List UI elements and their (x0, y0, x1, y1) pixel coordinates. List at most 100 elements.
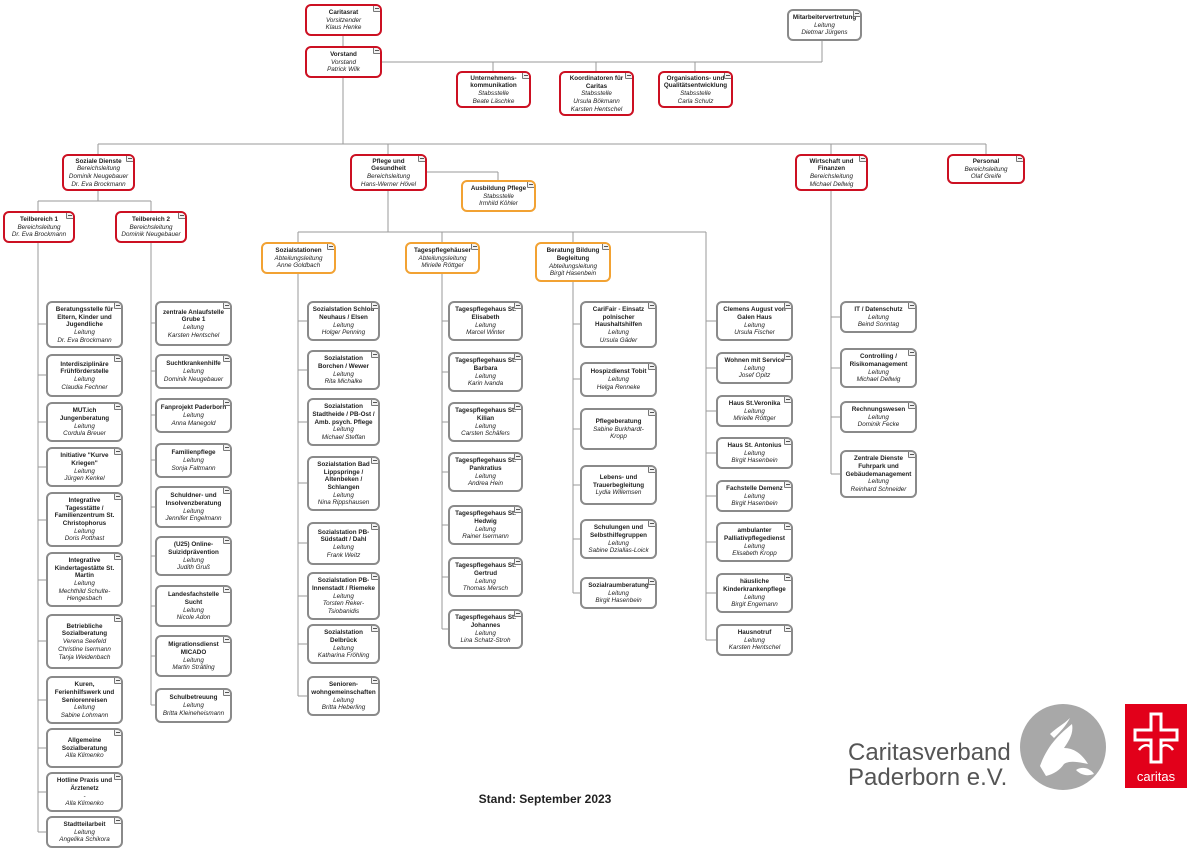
org-unit-role: Bereichsleitung (76, 165, 121, 173)
org-unit-card-icon (602, 244, 609, 250)
org-unit-role: Leitung (868, 368, 889, 376)
org-unit-card-icon (784, 575, 791, 581)
org-unit-card-icon (223, 587, 230, 593)
org-unit-title: Kuren, Ferienhilfswerk und Seniorenreise… (54, 681, 115, 704)
org-unit-role: - (83, 792, 86, 800)
org-unit-role: Abteilungsleitung (418, 254, 467, 262)
org-unit-card-icon (908, 452, 915, 458)
org-unit-person: Dominik Fecke (857, 421, 900, 429)
org-unit-title: Wirtschaft und Finanzen (809, 157, 854, 173)
org-unit-title: Sozialstation PB- Innenstadt / Riemeke (312, 577, 375, 592)
org-unit-card-icon (223, 445, 230, 451)
org-unit-c1a: Beratungsstelle für Eltern, Kinder und J… (46, 301, 123, 348)
org-unit-title: Schulbetreuung (169, 694, 218, 702)
org-unit-role: Leitung (475, 372, 496, 380)
org-unit-person: Ursula Bökmann Karsten Hentschel (570, 97, 623, 113)
org-unit-card-icon (371, 524, 378, 530)
org-unit-role: Leitung (608, 539, 629, 547)
org-unit-role: Leitung (475, 577, 496, 585)
org-unit-card-icon (724, 73, 731, 79)
org-unit-person: Elisabeth Kropp (732, 550, 777, 558)
org-unit-role: Leitung (744, 407, 765, 415)
org-unit-role: Leitung (183, 656, 204, 664)
org-unit-card-icon (114, 356, 121, 362)
org-unit-card-icon (373, 6, 380, 12)
org-unit-title: Sozialstation Delbrück (324, 629, 363, 644)
org-unit-title: Sozialstation PB- Südstadt / Dahl (317, 528, 370, 544)
org-unit-person: Katharina Fröhling (317, 652, 370, 660)
org-unit-title: Sozialstationen (275, 247, 322, 254)
org-unit-person: Angelika Schikora (59, 836, 110, 844)
org-unit-title: Haus St.Veronika (728, 400, 781, 407)
org-unit-person: Britta Heberling (321, 704, 366, 712)
org-unit-person: Thomas Mersch (462, 585, 509, 593)
org-unit-role: Leitung (475, 472, 496, 480)
org-unit-card-icon (373, 48, 380, 54)
org-unit-person: Mirielle Röttger (733, 415, 776, 423)
org-unit-title: Schulungen und Selbsthilfegruppen (589, 524, 648, 539)
org-unit-card-icon (114, 678, 121, 684)
org-unit-role: Leitung (814, 21, 835, 29)
org-unit-card-icon (1016, 156, 1023, 162)
org-unit-person: Sabine Burkhardt- Kropp (593, 425, 644, 441)
org-unit-card-icon (908, 303, 915, 309)
org-unit-card-icon (114, 774, 121, 780)
org-unit-role: Leitung (475, 422, 496, 430)
org-unit-card-icon (114, 730, 121, 736)
org-unit-card-icon (126, 156, 133, 162)
org-unit-role: Bereichsleitung (809, 173, 854, 180)
org-unit-card-icon (114, 303, 121, 309)
org-unit-role: Vorsitzender (325, 16, 362, 24)
org-unit-card-icon (66, 213, 73, 219)
org-unit-person: Beind Sonntag (857, 321, 900, 329)
org-unit-role: Stabsstelle (581, 90, 612, 98)
org-unit-person: Birgit Hasenbein (731, 457, 778, 465)
org-unit-title: Tagespflegehaus St. Hedwig (455, 510, 516, 525)
org-unit-role: Leitung (74, 828, 95, 836)
org-unit-card-icon (648, 521, 655, 527)
org-unit-role: Leitung (74, 467, 95, 475)
org-unit-role: Leitung (333, 370, 354, 378)
org-unit-card-icon (223, 303, 230, 309)
org-unit-title: Interdisziplinäre Frühförderstelle (60, 360, 109, 376)
org-unit-title: Hausnotruf (737, 629, 772, 636)
org-unit-title: Integrative Kindertagestätte St. Martin (54, 556, 115, 580)
org-unit-card-icon (418, 156, 425, 162)
org-unit-title: Tagespflegehaus St. Barbara (455, 357, 516, 372)
org-unit-role: Leitung (608, 589, 629, 597)
org-unit-card-icon (471, 244, 478, 250)
org-unit-person: Nicole Adon (176, 614, 211, 622)
org-unit-title: Allgemeine Sozialberatung (61, 736, 108, 752)
org-unit-card-icon (114, 404, 121, 410)
org-unit-title: Migrationsdienst MICADO (168, 641, 219, 656)
org-unit-title: Rechnungswesen (851, 406, 906, 413)
org-unit-person: Michael Steffan (321, 434, 366, 441)
org-unit-role: Leitung (744, 593, 765, 601)
org-unit-title: Integrative Tagesstätte / Familienzentru… (54, 496, 115, 527)
org-unit-card-icon (522, 73, 529, 79)
org-unit-card-icon (327, 244, 334, 250)
org-unit-role: Bereichsleitung (366, 173, 411, 180)
org-unit-card-icon (784, 626, 791, 632)
org-unit-title: Hotline Praxis und Ärztenetz (56, 777, 113, 792)
org-unit-title: Sozialstation Borchen / Wewer (318, 355, 369, 370)
org-unit-c1j: Hotline Praxis und Ärztenetz-Alla Klimen… (46, 772, 123, 812)
org-unit-card-icon (648, 364, 655, 370)
org-unit-title: Landesfachstelle Sucht (167, 591, 220, 606)
org-unit-person: Carsten Schäfers (461, 430, 510, 438)
org-name: Caritasverband Paderborn e.V. (848, 740, 1011, 791)
